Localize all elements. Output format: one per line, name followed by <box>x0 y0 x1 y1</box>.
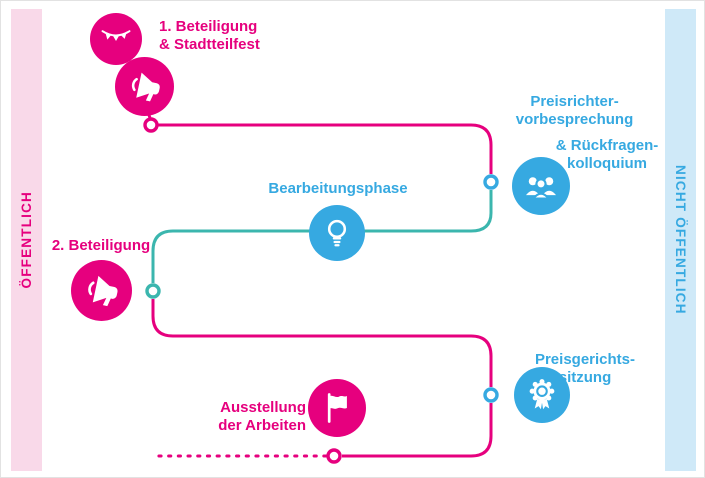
working-phase-circle <box>309 205 365 261</box>
participation1-label: 1. Beteiligung & Stadtteilfest <box>159 18 260 53</box>
node-participation2 <box>145 283 161 299</box>
exhibition-circle <box>308 379 366 437</box>
node-step1 <box>143 117 159 133</box>
jury-briefing-label-bottom: & Rückfragen- kolloquium <box>555 137 659 172</box>
band-not-public: NICHT ÖFFENTLICH <box>665 9 696 471</box>
band-public: ÖFFENTLICH <box>11 9 42 471</box>
node-briefing <box>483 174 499 190</box>
band-not-public-label: NICHT ÖFFENTLICH <box>673 165 688 315</box>
working-phase-label: Bearbeitungsphase <box>268 180 408 197</box>
bunting-circle <box>90 13 142 65</box>
jury-session-label: Preisgerichts- sitzung <box>534 351 636 386</box>
megaphone-icon <box>131 72 160 101</box>
flag-icon <box>327 393 347 423</box>
megaphone-icon <box>87 275 118 306</box>
connector-participation2-to-jury <box>151 299 493 387</box>
megaphone1-circle <box>115 57 174 116</box>
award-icon <box>529 379 555 410</box>
megaphone2-circle <box>71 260 132 321</box>
connector-jury-to-exhibition <box>342 403 493 458</box>
jury-session-circle <box>514 367 570 423</box>
jury-people-icon <box>525 177 557 200</box>
jury-briefing-label-top: Preisrichter- vorbesprechung <box>515 93 634 128</box>
connector-step1-to-briefing <box>158 123 493 174</box>
node-exhibition <box>326 448 342 464</box>
lightbulb-icon <box>327 219 347 247</box>
node-jury-session <box>483 387 499 403</box>
participation2-label: 2. Beteiligung <box>51 237 151 254</box>
bunting-icon <box>101 30 131 41</box>
exhibition-label: Ausstellung der Arbeiten <box>218 399 306 434</box>
jury-briefing-circle <box>512 157 570 215</box>
